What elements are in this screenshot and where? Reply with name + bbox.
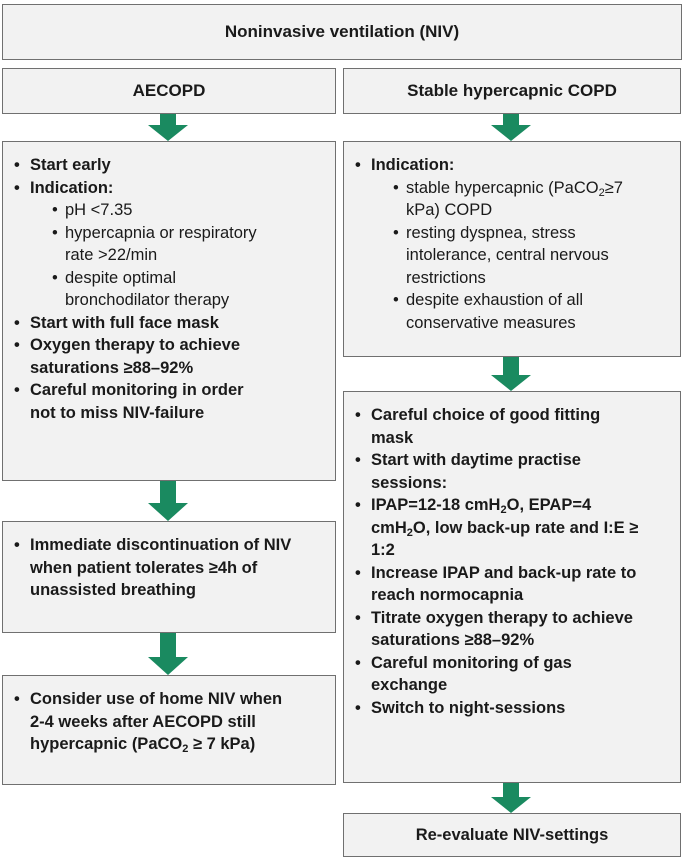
reevaluate-label: Re-evaluate NIV-settings [415, 825, 609, 844]
stable-indication-box: Indication: stable hypercapnic (PaCO2≥7 … [343, 141, 681, 357]
list-item: Start early [13, 154, 325, 177]
stable-copd-header-box: Stable hypercapnic COPD [343, 68, 681, 114]
aecopd-header-box: AECOPD [2, 68, 336, 114]
list-item: Indication: stable hypercapnic (PaCO2≥7 … [354, 154, 670, 334]
arrow-down-icon [491, 114, 531, 141]
list-item: Switch to night-sessions [354, 697, 670, 720]
title-box: Noninvasive ventilation (NIV) [2, 4, 682, 60]
aecopd-home-niv-box: Consider use of home NIV when 2-4 weeks … [2, 675, 336, 785]
diagram-title: Noninvasive ventilation (NIV) [224, 22, 460, 41]
stable-copd-header: Stable hypercapnic COPD [407, 81, 617, 100]
arrow-down-icon [491, 783, 531, 813]
arrow-down-icon [491, 357, 531, 391]
sub-list-item: despite exhaustion of all conservative m… [393, 289, 656, 334]
sub-list-item: pH <7.35 [52, 199, 325, 222]
list-item: Careful monitoring of gas exchange [354, 652, 631, 697]
list-item: Careful choice of good fitting mask [354, 404, 631, 449]
aecopd-discontinuation-box: Immediate discontinuation of NIV when pa… [2, 521, 336, 633]
reevaluate-box: Re-evaluate NIV-settings [343, 813, 681, 857]
sub-list-item: hypercapnia or respiratory rate >22/min [52, 222, 280, 267]
list-item: Titrate oxygen therapy to achieve satura… [354, 607, 661, 652]
arrow-down-icon [148, 633, 188, 675]
list-item: Careful monitoring in order not to miss … [13, 379, 248, 424]
sub-list-item: resting dyspnea, stress intolerance, cen… [393, 222, 656, 290]
list-item: IPAP=12-18 cmH2O, EPAP=4 cmH2O, low back… [354, 494, 651, 562]
list-item: Immediate discontinuation of NIV when pa… [13, 534, 295, 602]
arrow-down-icon [148, 481, 188, 521]
arrow-down-icon [148, 114, 188, 141]
list-item: Oxygen therapy to achieve saturations ≥8… [13, 334, 300, 379]
sub-list-item: despite optimal bronchodilator therapy [52, 267, 280, 312]
list-item: Consider use of home NIV when 2-4 weeks … [13, 688, 300, 756]
list-item: Indication: pH <7.35 hypercapnia or resp… [13, 177, 325, 312]
aecopd-indication-box: Start early Indication: pH <7.35 hyperca… [2, 141, 336, 481]
list-item: Increase IPAP and back-up rate to reach … [354, 562, 651, 607]
list-item: Start with daytime practise sessions: [354, 449, 661, 494]
sub-list-item: stable hypercapnic (PaCO2≥7 kPa) COPD [393, 177, 656, 222]
aecopd-header: AECOPD [132, 81, 206, 100]
stable-settings-box: Careful choice of good fitting mask Star… [343, 391, 681, 783]
list-item: Start with full face mask [13, 312, 325, 335]
